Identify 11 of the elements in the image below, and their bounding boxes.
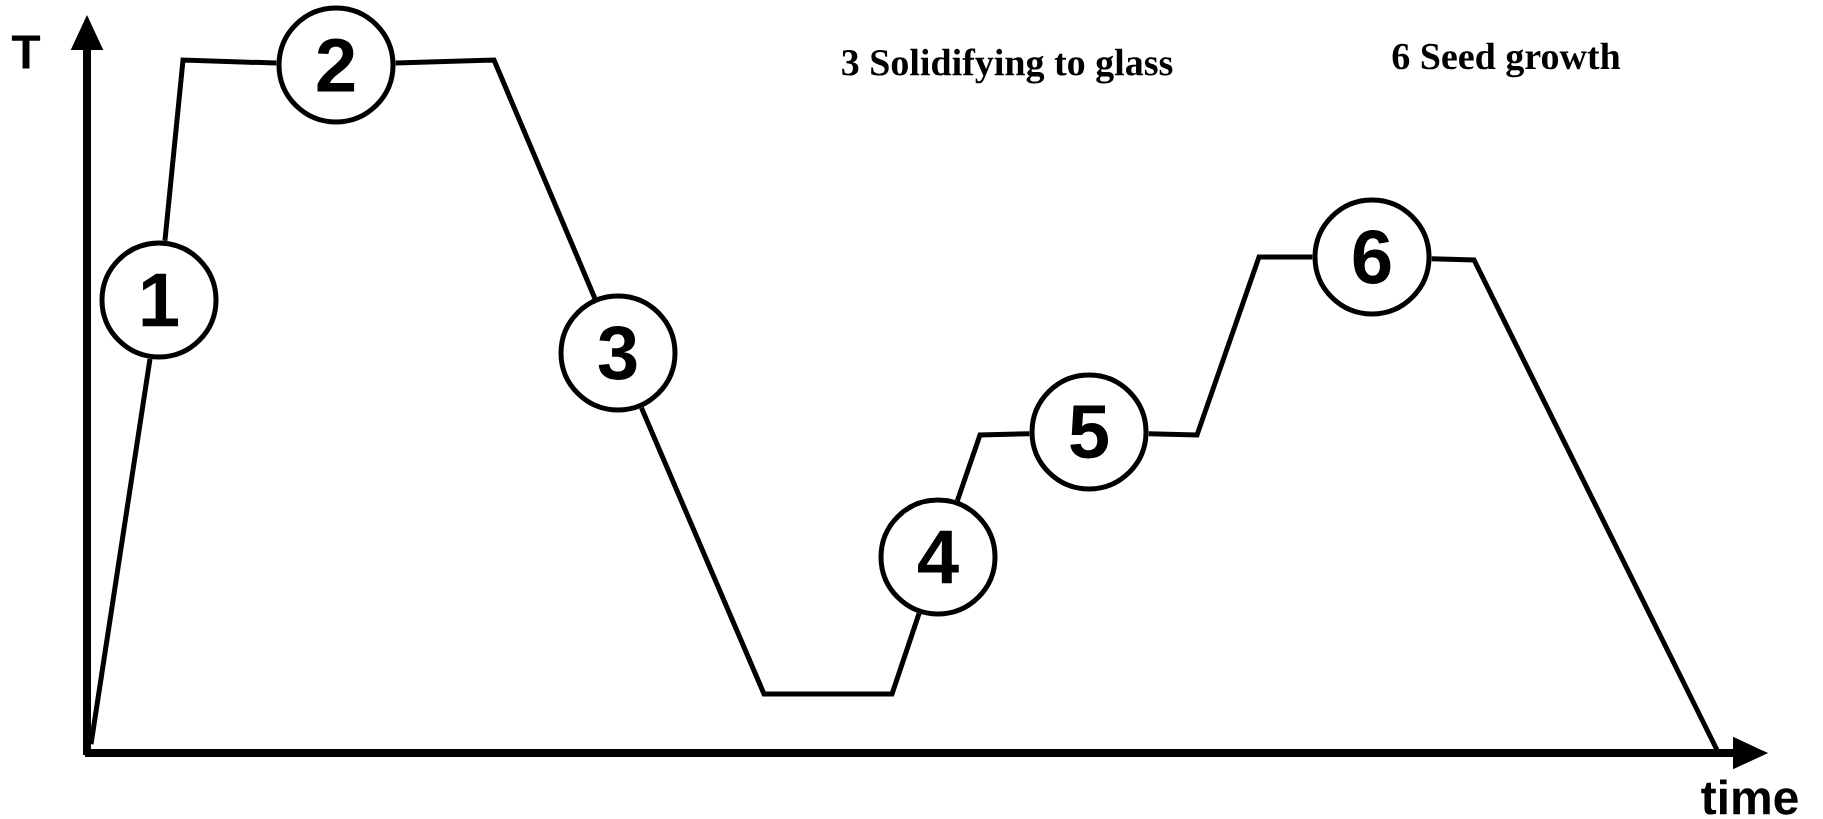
axis-label: T bbox=[11, 35, 41, 69]
profile-line bbox=[162, 57, 277, 242]
stage-label: 3 Solidifying to glass bbox=[842, 48, 1173, 84]
profile-line bbox=[1148, 254, 1313, 438]
profile-line bbox=[1431, 256, 1720, 752]
axis-label: time bbox=[1701, 779, 1798, 815]
profile-line bbox=[955, 431, 1030, 502]
profile-line bbox=[395, 57, 598, 300]
profile-line bbox=[88, 358, 153, 745]
profile-line bbox=[639, 406, 922, 697]
stage-label: 6 Seed growth bbox=[1392, 42, 1621, 78]
